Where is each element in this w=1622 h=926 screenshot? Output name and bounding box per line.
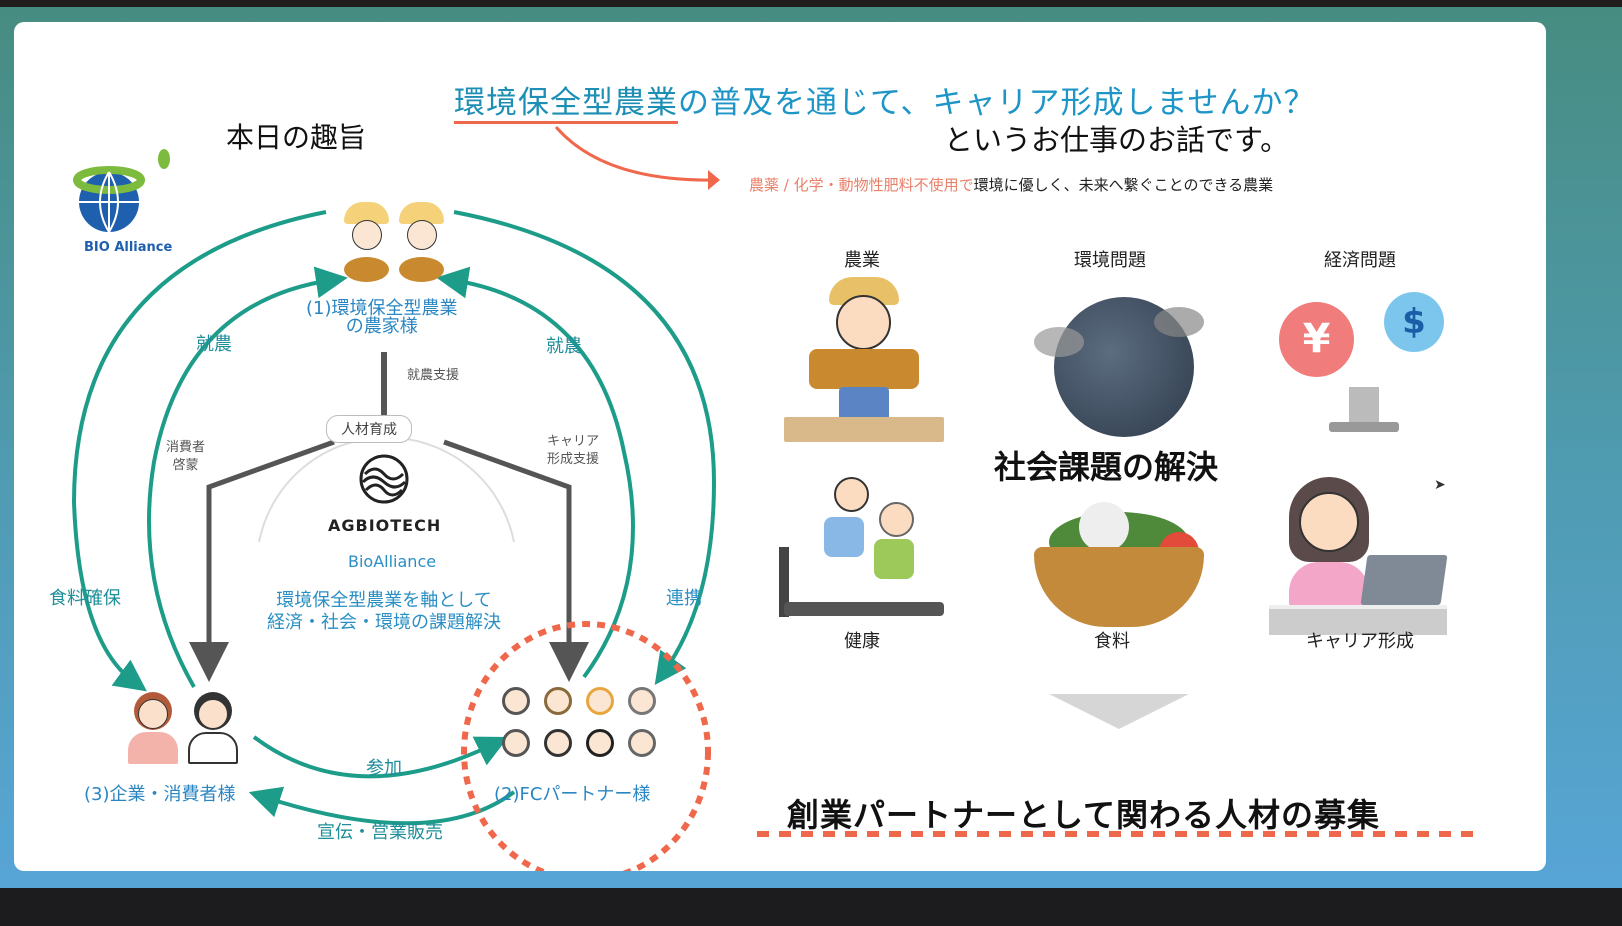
definition: 農薬 / 化学・動物性肥料不使用で環境に優しく、未来へ繋ぐことのできる農業 bbox=[749, 174, 1273, 195]
bio-alliance-logo: BIO Alliance bbox=[64, 147, 179, 257]
label-left-outer: 食料確保 bbox=[49, 588, 121, 609]
label-farm-support: 就農支援 bbox=[407, 368, 460, 383]
topic-food-label: 食料 bbox=[1094, 631, 1130, 652]
subheadline: というお仕事のお話です。 bbox=[944, 123, 1290, 157]
label-promotion: 宣伝・営業販売 bbox=[317, 822, 443, 843]
balance-scale-illustration: ¥ $ bbox=[1274, 292, 1454, 442]
partners-illustration bbox=[499, 687, 659, 762]
label-right-inner: 就農 bbox=[546, 336, 582, 357]
curved-arrow-icon bbox=[554, 126, 720, 190]
headline-highlight: 環境保全型農業 bbox=[454, 85, 678, 124]
company-name: AGBIOTECH bbox=[328, 516, 442, 535]
label-left-inner: 就農 bbox=[196, 334, 232, 355]
farmers-label: (1)環境保全型農業の農家様 bbox=[306, 300, 458, 336]
topic-agriculture-label: 農業 bbox=[844, 250, 880, 271]
social-issues-title: 社会課題の解決 bbox=[994, 448, 1219, 486]
dashed-underline bbox=[757, 831, 1479, 837]
farmer-illustration bbox=[784, 277, 944, 442]
down-arrow-icon bbox=[1049, 694, 1189, 729]
farmers-label-2: の農家様 bbox=[345, 316, 418, 337]
vegetable-basket-illustration bbox=[1019, 492, 1219, 632]
mission-text: 環境保全型農業を軸として経済・社会・環境の課題解決 bbox=[267, 590, 501, 634]
career-illustration bbox=[1269, 477, 1449, 637]
consumers-label: (3)企業・消費者様 bbox=[84, 784, 236, 805]
hub-label: 人材育成 bbox=[326, 415, 412, 443]
section-title: 本日の趣旨 bbox=[226, 121, 367, 154]
label-consumer-education: 消費者啓蒙 bbox=[166, 439, 205, 475]
presentation-slide: 環境保全型農業の普及を通じて、キャリア形成しませんか？ というお仕事のお話です。… bbox=[14, 22, 1546, 871]
topic-environment-label: 環境問題 bbox=[1074, 250, 1146, 271]
bottom-bar bbox=[0, 888, 1622, 926]
top-bar bbox=[0, 0, 1622, 7]
label-career-support: キャリア形成支援 bbox=[547, 433, 599, 469]
headline-rest: の普及を通じて、キャリア形成しませんか？ bbox=[678, 85, 1316, 121]
consumer-edu-2: 啓蒙 bbox=[172, 458, 199, 473]
topic-economy-label: 経済問題 bbox=[1324, 250, 1396, 271]
definition-red: 農薬 / 化学・動物性肥料不使用で bbox=[749, 176, 974, 194]
topic-health-label: 健康 bbox=[844, 631, 880, 652]
career-support-2: 形成支援 bbox=[547, 452, 600, 467]
svg-text:BIO Alliance: BIO Alliance bbox=[84, 240, 172, 255]
career-support-1: キャリア bbox=[547, 434, 600, 449]
label-right-outer: 連携 bbox=[666, 588, 702, 609]
consumers-illustration bbox=[126, 687, 246, 767]
mission-2: 経済・社会・環境の課題解決 bbox=[267, 612, 501, 633]
definition-black: 環境に優しく、未来へ繋ぐことのできる農業 bbox=[973, 176, 1274, 194]
consumer-edu-1: 消費者 bbox=[166, 440, 206, 455]
label-join: 参加 bbox=[366, 758, 402, 779]
topic-career-label: キャリア形成 bbox=[1306, 631, 1414, 652]
mouse-cursor-icon: ➤ bbox=[1434, 477, 1446, 493]
agbiotech-logo-icon bbox=[359, 454, 409, 504]
running-illustration bbox=[779, 477, 949, 627]
cycle-diagram bbox=[71, 210, 717, 871]
brand-name: BioAlliance bbox=[348, 552, 437, 571]
farmers-illustration bbox=[339, 202, 449, 287]
mission-1: 環境保全型農業を軸として bbox=[276, 590, 492, 611]
farmers-label-1: (1)環境保全型農業 bbox=[306, 298, 458, 319]
headline: 環境保全型農業の普及を通じて、キャリア形成しませんか？ bbox=[454, 77, 1316, 124]
polluted-earth-illustration bbox=[1034, 287, 1204, 447]
partners-label: (2)FCパートナー様 bbox=[494, 784, 651, 805]
conclusion-title: 創業パートナーとして関わる人材の募集 bbox=[787, 796, 1381, 834]
